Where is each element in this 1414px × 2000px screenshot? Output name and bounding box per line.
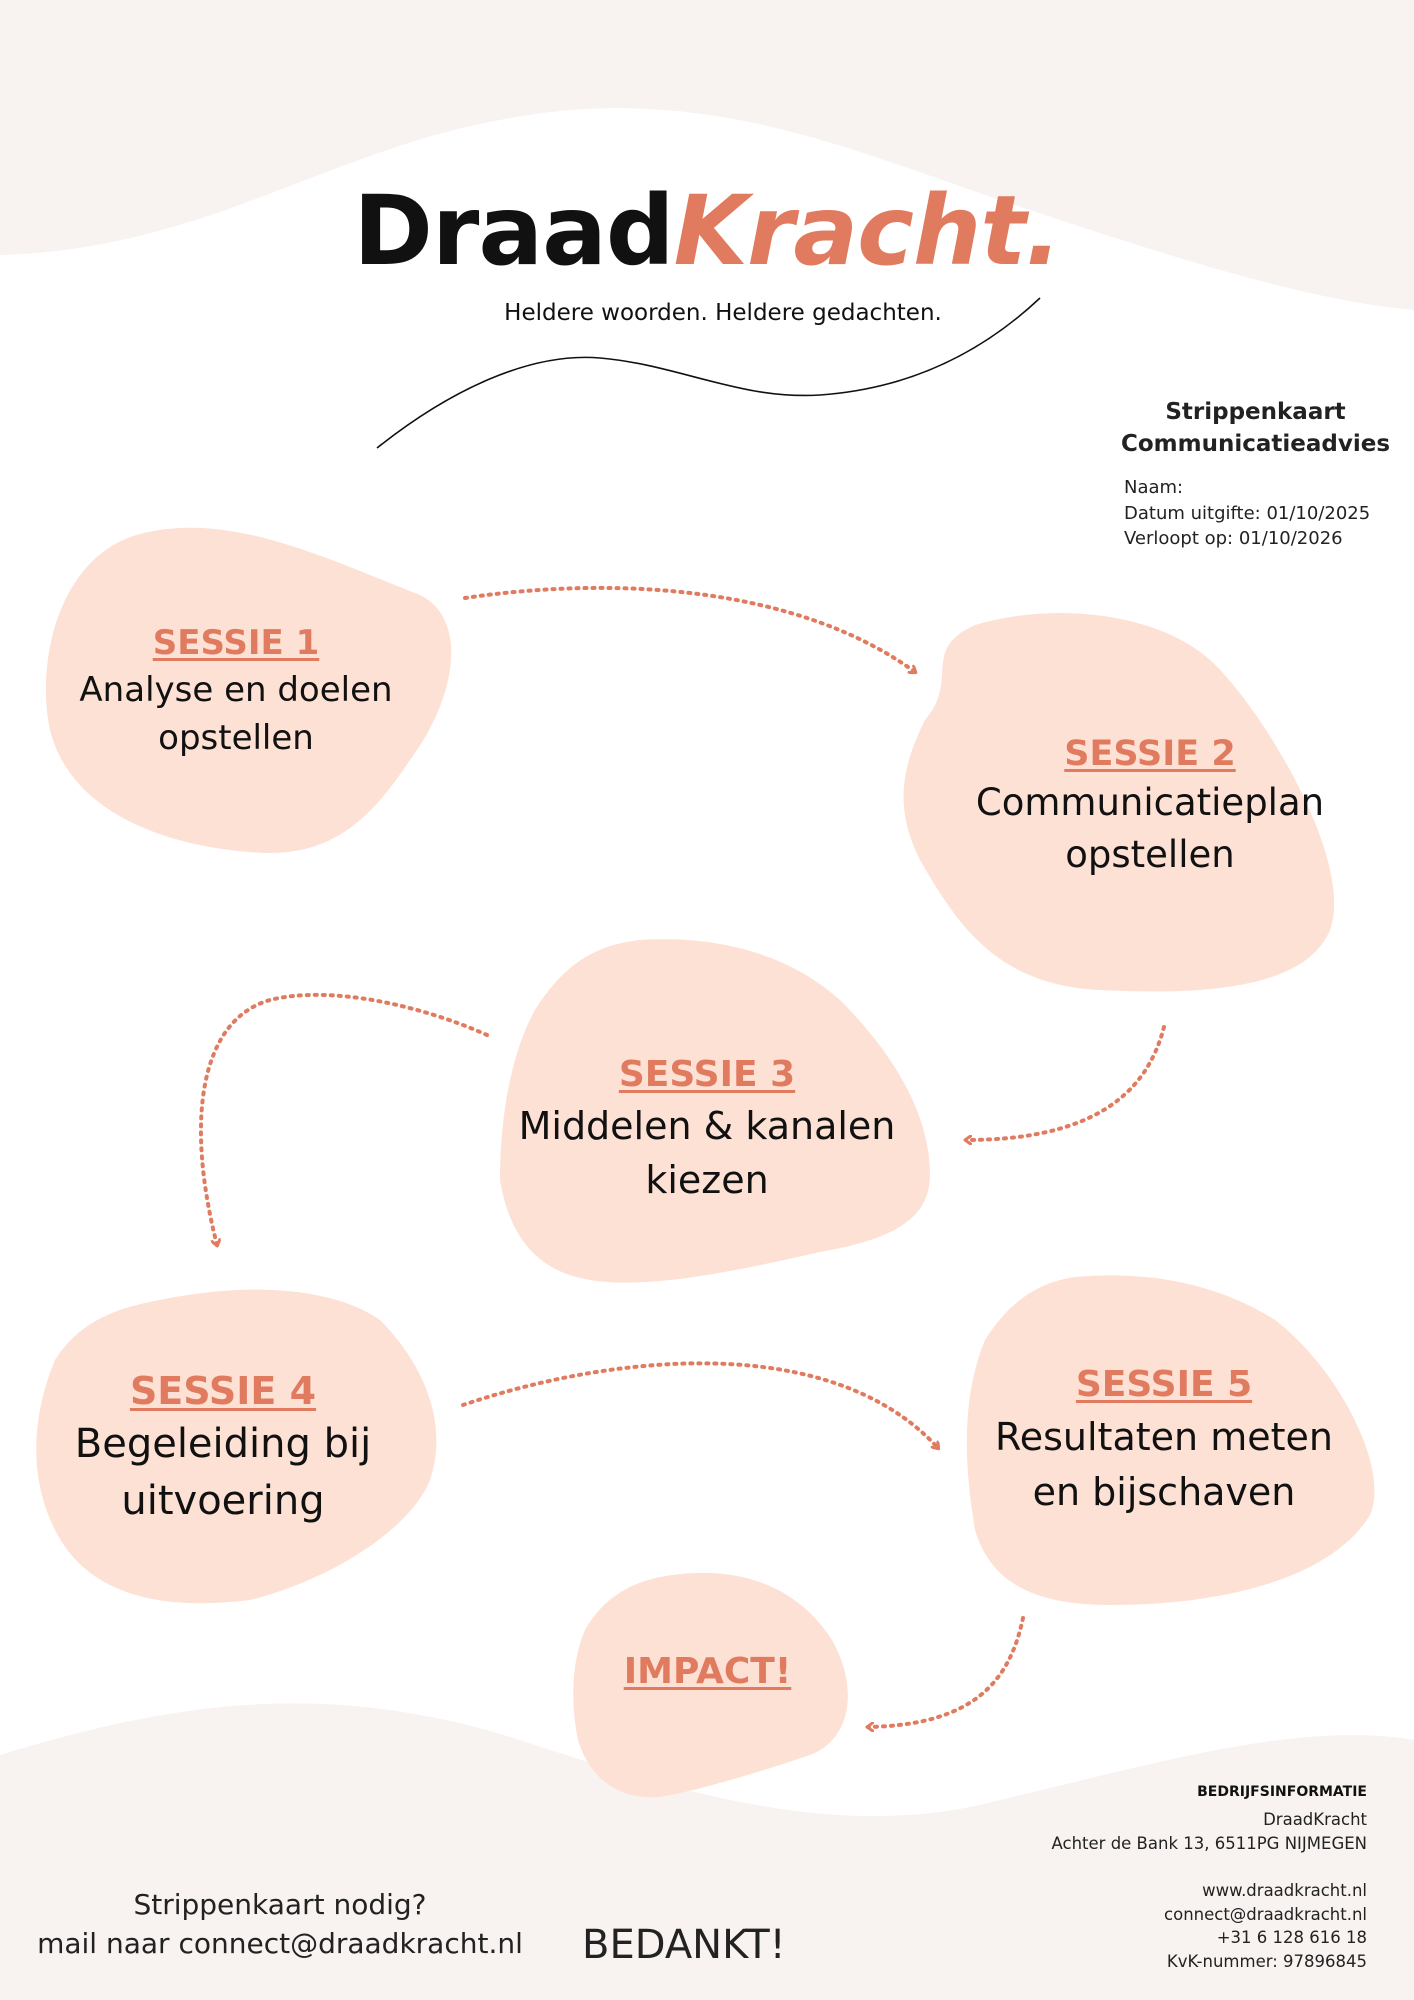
session-text-line1: Communicatieplan [975,781,1325,824]
bottom-wave [0,1703,1414,2000]
arrow-4-to-5 [461,1361,938,1448]
session-text-line1: Middelen & kanalen [518,1104,896,1148]
session-label: SESSIE 4 [129,1369,317,1413]
session-text-line1: Analyse en doelen [79,670,393,710]
business-phone: +31 6 128 616 18 [1216,1928,1367,1947]
arrow-5-to-impact [868,1616,1025,1727]
cta-line1: Strippenkaart nodig? [133,1888,427,1921]
call-to-action: Strippenkaart nodig? mail naar connect@d… [20,1885,540,1963]
business-email: connect@draadkracht.nl [1164,1905,1367,1924]
arrow-3-to-4 [198,992,489,1245]
session-text-line1: Begeleiding bij [74,1421,372,1467]
session-5: SESSIE 5 Resultaten meten en bijschaven [970,1360,1358,1520]
card-title-line1: Strippenkaart [1165,399,1346,425]
business-address: Achter de Bank 13, 6511PG NIJMEGEN [1051,1834,1367,1853]
thanks-text: BEDANKT! [582,1922,786,1968]
session-label: SESSIE 1 [152,623,320,663]
impact-label: IMPACT! [623,1651,792,1692]
session-3: SESSIE 3 Middelen & kanalen kiezen [490,1051,924,1207]
session-text-line2: opstellen [158,718,314,758]
session-text-line2: en bijschaven [1032,1470,1296,1514]
session-4-blob [36,1289,437,1604]
brand-name-part1: Draad [353,175,674,287]
session-2-blob [903,612,1335,992]
session-label: SESSIE 3 [618,1054,796,1095]
session-text-line2: uitvoering [121,1478,325,1524]
session-label: SESSIE 5 [1075,1364,1253,1405]
business-kvk: KvK-nummer: 97896845 [1166,1952,1367,1971]
arrow-2-to-3 [966,1025,1166,1140]
swoosh-line [376,297,1041,449]
card-title-line2: Communicatieadvies [1120,431,1391,457]
impact-blob [573,1572,848,1798]
arrow-1-to-2 [463,585,915,672]
card-title: Strippenkaart Communicatieadvies [1098,396,1413,460]
session-text-line1: Resultaten meten [995,1415,1333,1459]
business-company: DraadKracht [1263,1810,1367,1829]
name-label: Naam: [1124,477,1184,498]
business-website: www.draadkracht.nl [1202,1881,1367,1900]
brand-logo: DraadKracht. [0,183,1414,279]
top-wave [0,0,1414,310]
issue-date: Datum uitgifte: 01/10/2025 [1124,502,1371,524]
session-1-blob [45,527,452,854]
session-text-line2: kiezen [645,1158,769,1202]
session-2: SESSIE 2 Communicatieplan opstellen [940,731,1360,881]
session-4: SESSIE 4 Begeleiding bij uitvoering [48,1366,398,1530]
business-heading: BEDRIJFSINFORMATIE [1197,1784,1367,1800]
card-details: Naam: Datum uitgifte: 01/10/2025 Verloop… [1124,475,1370,552]
session-3-blob [500,939,930,1283]
expiry-date: Verloopt op: 01/10/2026 [1124,528,1343,549]
brand-name-part2: Kracht. [673,175,1062,287]
tagline: Heldere woorden. Heldere gedachten. [504,300,942,326]
cta-line2: mail naar connect@draadkracht.nl [37,1927,523,1960]
session-text-line2: opstellen [1065,833,1235,876]
session-1: SESSIE 1 Analyse en doelen opstellen [60,620,412,762]
session-label: SESSIE 2 [1064,734,1236,774]
session-5-blob [966,1275,1375,1605]
impact: IMPACT! [580,1648,835,1696]
